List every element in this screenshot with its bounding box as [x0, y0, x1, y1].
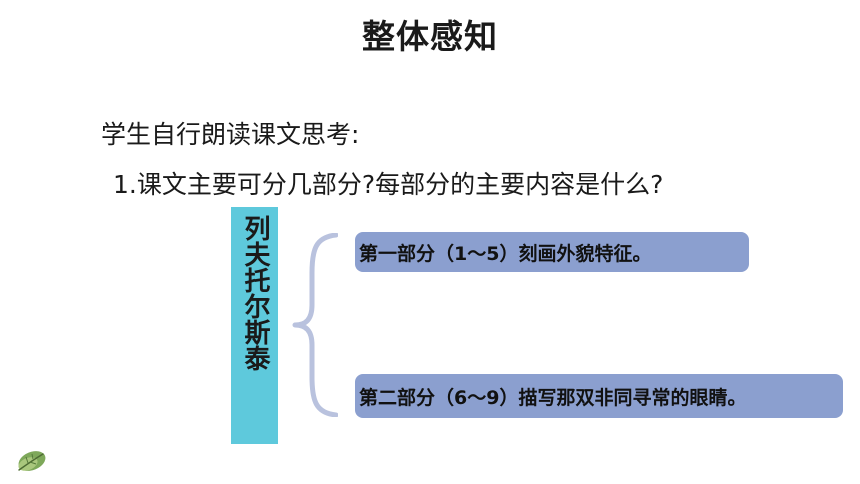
part-one-box: 第一部分（1～5）刻画外貌特征。	[355, 232, 749, 272]
subject-box: 列夫托尔斯泰	[231, 207, 278, 444]
page-title: 整体感知	[362, 17, 498, 56]
part-one-label: 第一部分（1～5）刻画外貌特征。	[359, 242, 652, 265]
subject-label: 列夫托尔斯泰	[240, 215, 270, 371]
left-curly-brace-icon	[292, 233, 338, 417]
leaf-icon	[18, 451, 46, 471]
part-two-box: 第二部分（6～9）描写那双非同寻常的眼睛。	[355, 374, 843, 418]
part-two-label: 第二部分（6～9）描写那双非同寻常的眼睛。	[359, 386, 747, 409]
intro-text: 学生自行朗读课文思考:	[101, 120, 360, 149]
question-text: 1.课文主要可分几部分?每部分的主要内容是什么?	[113, 170, 664, 199]
